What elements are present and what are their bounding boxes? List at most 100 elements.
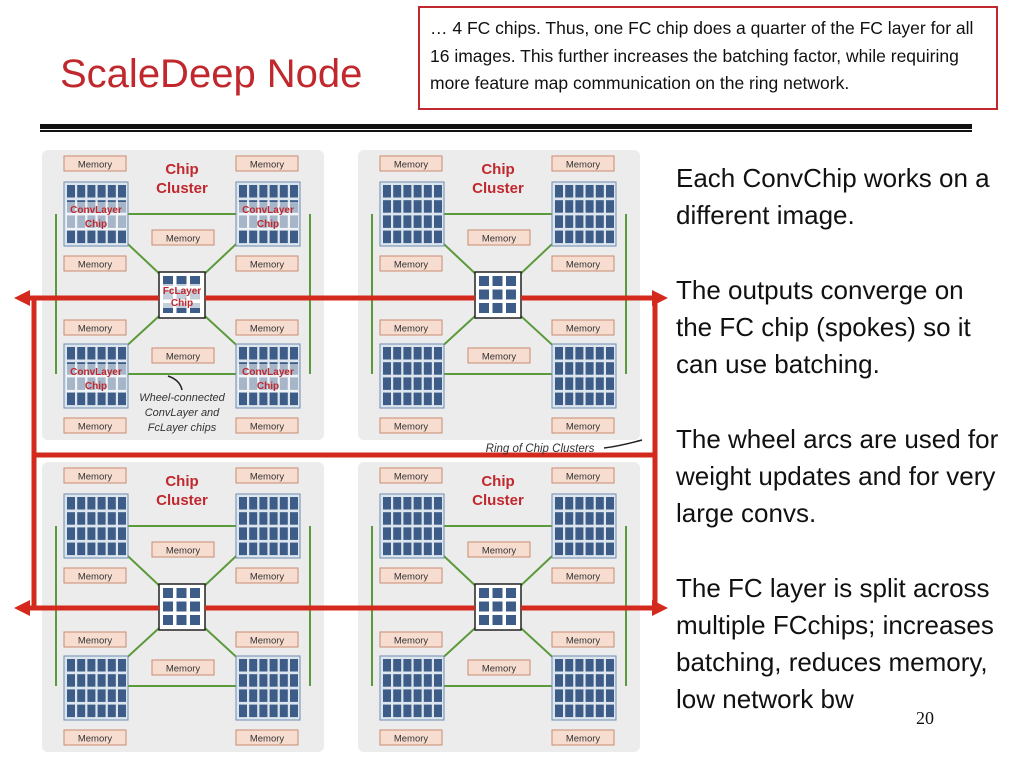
notes-list: Each ConvChip works on a different image… — [676, 160, 1006, 756]
memory-label: Memory — [250, 572, 285, 583]
memory-label: Memory — [78, 636, 113, 647]
memory-label: Memory — [78, 324, 113, 335]
convlayer-chip — [235, 655, 301, 721]
memory-label: Memory — [166, 352, 201, 363]
memory-label: Memory — [394, 422, 429, 433]
convlayer-chip — [551, 181, 617, 247]
memory-label: Memory — [78, 260, 113, 271]
memory-block: Memory — [63, 255, 127, 272]
memory-block: Memory — [379, 729, 443, 746]
convlayer-chip — [551, 343, 617, 409]
fclayer-chip — [474, 583, 522, 631]
memory-label: Memory — [566, 734, 601, 745]
ring-annotation: Ring of Chip Clusters — [486, 439, 643, 455]
wheel-annotation-arrow — [167, 375, 183, 391]
memory-block: Memory — [151, 541, 215, 558]
convlayer-label-line2: Chip — [85, 219, 107, 230]
memory-block: Memory — [467, 541, 531, 558]
memory-label: Memory — [566, 472, 601, 483]
memory-block: Memory — [379, 255, 443, 272]
cluster-title-line2: Cluster — [156, 180, 208, 197]
memory-label: Memory — [566, 572, 601, 583]
memory-label: Memory — [482, 234, 517, 245]
note-fc-split: The FC layer is split across multiple FC… — [676, 573, 994, 714]
convlayer-label-line1: ConvLayer — [242, 367, 294, 378]
callout-box: … 4 FC chips. Thus, one FC chip does a q… — [418, 6, 998, 110]
memory-label: Memory — [566, 636, 601, 647]
memory-block: Memory — [467, 347, 531, 364]
memory-block: Memory — [235, 255, 299, 272]
convlayer-chip — [235, 493, 301, 559]
memory-block: Memory — [551, 567, 615, 584]
cluster-title-line1: Chip — [481, 161, 514, 178]
note-spokes: The outputs converge on the FC chip (spo… — [676, 275, 971, 379]
memory-block: Memory — [63, 319, 127, 336]
memory-block: Memory — [379, 467, 443, 484]
memory-label: Memory — [566, 324, 601, 335]
convlayer-chip — [379, 181, 445, 247]
memory-block: Memory — [379, 631, 443, 648]
memory-block: Memory — [151, 347, 215, 364]
arrowhead-left — [14, 290, 30, 306]
memory-block: Memory — [467, 659, 531, 676]
memory-label: Memory — [78, 422, 113, 433]
memory-block: Memory — [63, 631, 127, 648]
note-wheel-arcs: The wheel arcs are used for weight updat… — [676, 424, 999, 528]
memory-label: Memory — [250, 734, 285, 745]
convlayer-label-line2: Chip — [257, 381, 279, 392]
arrowhead-left — [14, 600, 30, 616]
memory-label: Memory — [250, 324, 285, 335]
convlayer-label-line2: Chip — [257, 219, 279, 230]
cluster-title-line1: Chip — [165, 161, 198, 178]
arrowhead-right — [652, 290, 668, 306]
fclayer-chip — [474, 271, 522, 319]
memory-block: Memory — [379, 155, 443, 172]
wheel-annotation-line3: FcLayer chips — [148, 422, 217, 434]
memory-label: Memory — [78, 572, 113, 583]
cluster-title-line1: Chip — [481, 473, 514, 490]
memory-block: Memory — [235, 417, 299, 434]
memory-label: Memory — [166, 546, 201, 557]
memory-label: Memory — [250, 636, 285, 647]
memory-label: Memory — [250, 260, 285, 271]
memory-label: Memory — [482, 352, 517, 363]
memory-block: Memory — [551, 467, 615, 484]
convlayer-label-line1: ConvLayer — [70, 367, 122, 378]
memory-block: Memory — [235, 155, 299, 172]
cluster-title-line2: Cluster — [472, 180, 524, 197]
memory-label: Memory — [250, 472, 285, 483]
memory-block: Memory — [551, 631, 615, 648]
ring-annotation-arrow — [603, 439, 643, 449]
memory-block: Memory — [235, 729, 299, 746]
convlayer-chip — [551, 655, 617, 721]
memory-block: Memory — [551, 729, 615, 746]
memory-block: Memory — [63, 155, 127, 172]
memory-label: Memory — [78, 160, 113, 171]
fclayer-chip — [158, 583, 206, 631]
convlayer-chip — [551, 493, 617, 559]
ring-overlay — [34, 295, 660, 611]
memory-label: Memory — [394, 572, 429, 583]
memory-block: Memory — [235, 467, 299, 484]
memory-label: Memory — [250, 160, 285, 171]
memory-block: Memory — [63, 417, 127, 434]
memory-block: Memory — [235, 631, 299, 648]
fclayer-label-line1: FcLayer — [163, 286, 201, 297]
memory-block: Memory — [63, 567, 127, 584]
memory-label: Memory — [394, 734, 429, 745]
arrowhead-right — [652, 600, 668, 616]
memory-block: Memory — [379, 417, 443, 434]
memory-label: Memory — [394, 636, 429, 647]
memory-label: Memory — [482, 664, 517, 675]
memory-block: Memory — [63, 467, 127, 484]
memory-block: Memory — [551, 319, 615, 336]
memory-label: Memory — [566, 422, 601, 433]
